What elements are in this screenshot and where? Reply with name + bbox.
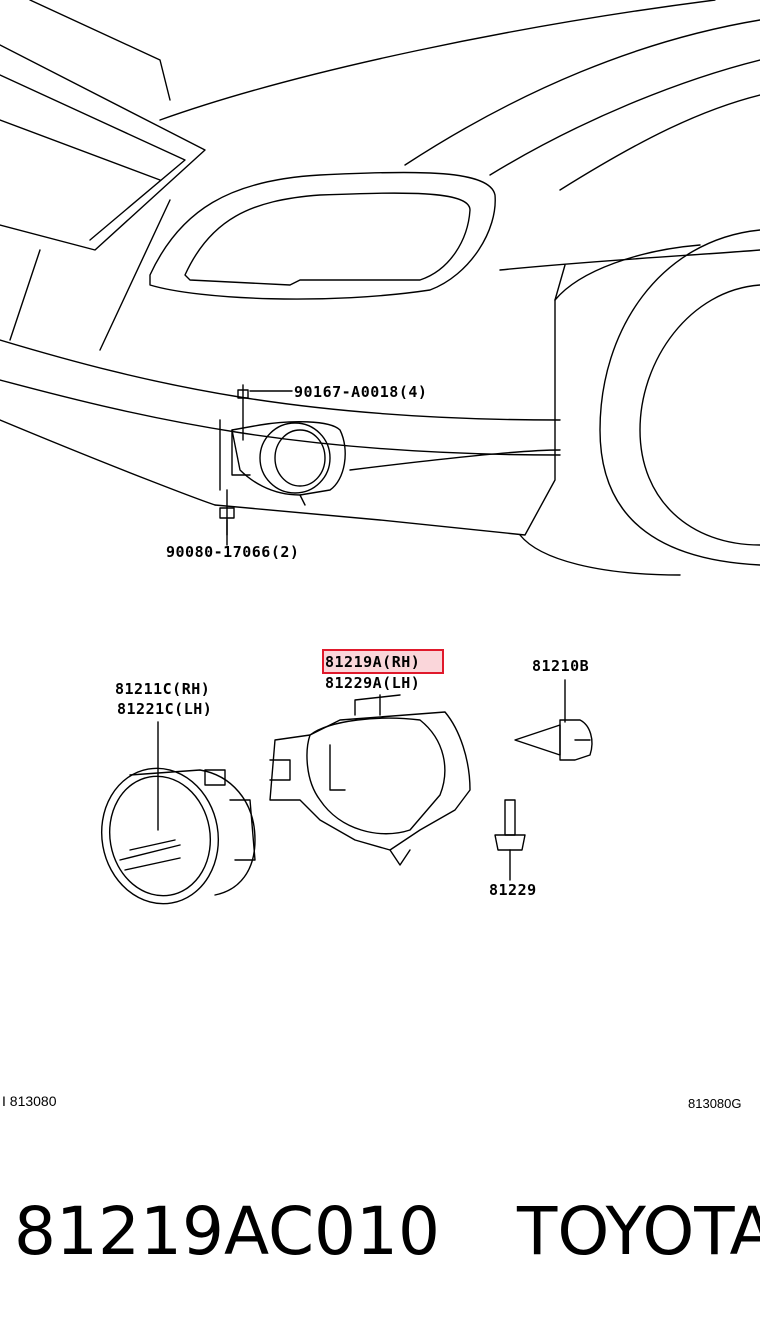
part-caption: 81219AC010 TOYOTA [14,1192,760,1272]
fog-lamp-assembly [100,721,256,905]
label-housing-lh: 81229A(LH) [325,674,421,692]
diagram-code-right: 813080G [688,1096,742,1111]
label-socket: 81229 [489,881,537,899]
fog-lamp-installed [219,384,346,536]
label-housing-rh: 81219A(RH) [325,653,421,671]
part-number: 81219AC010 [14,1193,441,1270]
diagram-code-left: I 813080 [2,1093,57,1109]
label-bulb: 81210B [532,657,590,675]
fog-lamp-bulb [514,679,593,761]
label-lamp-rh: 81211C(RH) [115,680,211,698]
fog-lamp-housing [269,694,471,866]
highlight-box [322,649,444,674]
label-bolt: 90167-A0018(4) [294,383,428,401]
brand-name: TOYOTA [517,1193,760,1270]
label-lamp-lh: 81221C(LH) [117,700,213,718]
label-nut: 90080-17066(2) [166,543,300,561]
bulb-socket [494,799,526,881]
car-body-outline [0,0,760,576]
